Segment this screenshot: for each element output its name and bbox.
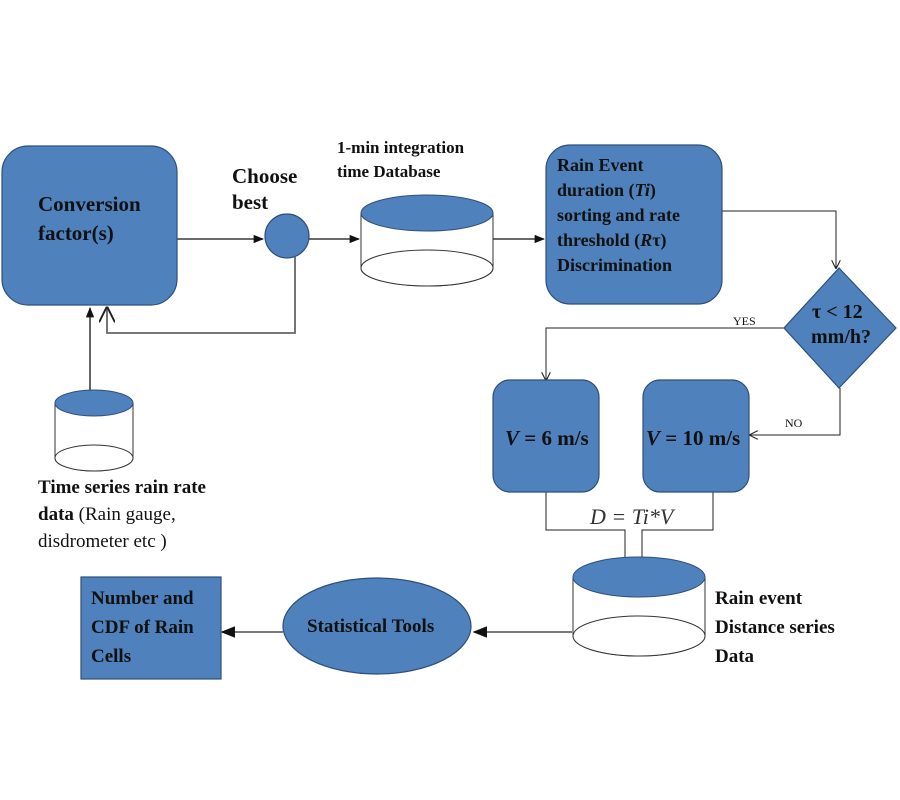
- node-choose-best[interactable]: [264, 213, 310, 259]
- rain-event-line5: Discrimination: [557, 255, 672, 275]
- output-line1: Number and: [91, 588, 194, 609]
- rain-event-line2: duration (Ti): [557, 180, 656, 201]
- rain-event-line1: Rain Event: [557, 155, 644, 175]
- distance-db-line3: Data: [715, 646, 755, 667]
- node-distance-database[interactable]: [572, 556, 706, 657]
- stat-tools-label: Statistical Tools: [307, 616, 434, 637]
- output-line2: CDF of Rain: [91, 617, 194, 638]
- node-v10[interactable]: V = 10 m/s: [642, 379, 750, 493]
- edge-decision-no: [750, 388, 841, 435]
- node-decision-threshold[interactable]: τ < 12 mm/h?: [783, 267, 897, 389]
- output-line3: Cells: [91, 646, 131, 667]
- edge-rain-event-to-decision: [722, 210, 836, 268]
- v10-label: V = 10 m/s: [646, 426, 740, 450]
- distance-db-line1: Rain event: [715, 588, 803, 609]
- node-statistical-tools[interactable]: Statistical Tools: [282, 577, 472, 675]
- decision-label-line1: τ < 12: [812, 301, 863, 323]
- time-series-line2: data (Rain gauge,: [38, 504, 176, 525]
- edges: [85, 210, 841, 638]
- time-series-line3: disdrometer etc ): [38, 531, 167, 552]
- decision-label-line2: mm/h?: [811, 326, 871, 348]
- distance-db-line2: Distance series: [715, 617, 835, 638]
- edge-v10-to-distance: [642, 492, 714, 577]
- choose-best-label-line1: Choose: [232, 164, 297, 188]
- node-rain-event-discrimination[interactable]: Rain Event duration (Ti) sorting and rat…: [545, 144, 723, 305]
- node-conversion-factors[interactable]: Conversion factor(s): [1, 145, 178, 306]
- rain-event-line3: sorting and rate: [557, 205, 680, 225]
- rain-event-line4: threshold (Rτ): [557, 230, 667, 251]
- v6-label: V = 6 m/s: [505, 426, 589, 450]
- formula-distance: D = Ti*V: [589, 504, 676, 529]
- edge-choose-feedback: [107, 257, 296, 334]
- edge-label-no: NO: [785, 416, 803, 430]
- choose-best-label-line2: best: [232, 190, 268, 214]
- conversion-label-line2: factor(s): [38, 221, 114, 245]
- node-1min-database[interactable]: [360, 194, 494, 287]
- node-output-rain-cells[interactable]: Number and CDF of Rain Cells: [80, 576, 222, 680]
- edge-v6-to-distance: [545, 492, 625, 577]
- node-v6[interactable]: V = 6 m/s: [492, 379, 600, 493]
- edge-label-yes: YES: [733, 314, 756, 328]
- conversion-label-line1: Conversion: [38, 192, 141, 216]
- time-series-line1: Time series rain rate: [38, 477, 206, 498]
- db-1min-label-line2: time Database: [337, 162, 441, 181]
- node-time-series-database[interactable]: [54, 389, 134, 472]
- db-1min-label-line1: 1-min integration: [337, 138, 465, 157]
- edge-decision-yes: [546, 327, 784, 380]
